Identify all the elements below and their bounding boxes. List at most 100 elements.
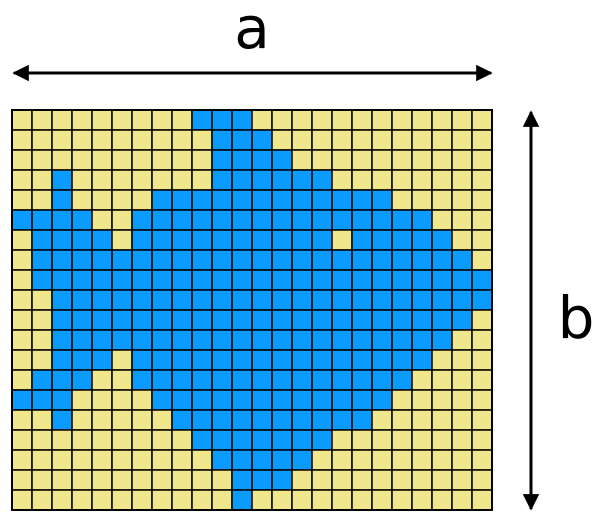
background-cell <box>431 169 453 191</box>
background-cell <box>11 229 33 251</box>
background-cell <box>151 449 173 471</box>
shape-cell <box>291 369 313 391</box>
shape-cell <box>351 389 373 411</box>
shape-cell <box>91 249 113 271</box>
background-cell <box>451 229 473 251</box>
shape-cell <box>11 209 33 231</box>
shape-cell <box>271 369 293 391</box>
shape-cell <box>251 449 273 471</box>
background-cell <box>11 289 33 311</box>
shape-cell <box>151 349 173 371</box>
background-cell <box>411 129 433 151</box>
shape-cell <box>451 309 473 331</box>
background-cell <box>11 429 33 451</box>
background-cell <box>11 489 33 511</box>
shape-cell <box>191 189 213 211</box>
shape-cell <box>331 249 353 271</box>
background-cell <box>331 229 353 251</box>
background-cell <box>291 149 313 171</box>
background-cell <box>291 129 313 151</box>
shape-cell <box>171 289 193 311</box>
background-cell <box>451 409 473 431</box>
background-cell <box>351 149 373 171</box>
background-cell <box>131 389 153 411</box>
background-cell <box>471 409 493 431</box>
background-cell <box>311 449 333 471</box>
shape-cell <box>71 229 93 251</box>
shape-cell <box>31 209 53 231</box>
background-cell <box>431 189 453 211</box>
shape-cell <box>191 409 213 431</box>
background-cell <box>131 169 153 191</box>
background-cell <box>11 269 33 291</box>
background-cell <box>371 449 393 471</box>
background-cell <box>151 489 173 511</box>
background-cell <box>331 429 353 451</box>
background-cell <box>31 449 53 471</box>
shape-cell <box>291 229 313 251</box>
background-cell <box>171 489 193 511</box>
shape-cell <box>231 249 253 271</box>
shape-cell <box>371 269 393 291</box>
background-cell <box>31 109 53 131</box>
shape-cell <box>211 149 233 171</box>
background-cell <box>31 429 53 451</box>
background-cell <box>111 429 133 451</box>
shape-cell <box>271 209 293 231</box>
background-cell <box>91 429 113 451</box>
shape-cell <box>31 229 53 251</box>
shape-cell <box>71 289 93 311</box>
shape-cell <box>251 149 273 171</box>
shape-cell <box>411 229 433 251</box>
background-cell <box>31 489 53 511</box>
shape-cell <box>231 289 253 311</box>
background-cell <box>91 209 113 231</box>
shape-cell <box>211 369 233 391</box>
background-cell <box>11 329 33 351</box>
shape-cell <box>311 249 333 271</box>
background-cell <box>131 129 153 151</box>
background-cell <box>191 469 213 491</box>
shape-cell <box>311 189 333 211</box>
background-cell <box>451 109 473 131</box>
background-cell <box>71 469 93 491</box>
background-cell <box>11 109 33 131</box>
background-cell <box>391 389 413 411</box>
background-cell <box>191 129 213 151</box>
background-cell <box>151 409 173 431</box>
background-cell <box>91 149 113 171</box>
background-cell <box>11 249 33 271</box>
shape-cell <box>291 409 313 431</box>
shape-cell <box>311 209 333 231</box>
background-cell <box>371 149 393 171</box>
shape-cell <box>131 329 153 351</box>
shape-cell <box>51 309 73 331</box>
shape-cell <box>251 249 273 271</box>
shape-cell <box>451 289 473 311</box>
shape-cell <box>431 269 453 291</box>
shape-cell <box>231 309 253 331</box>
shape-cell <box>251 409 273 431</box>
background-cell <box>11 169 33 191</box>
background-cell <box>351 129 373 151</box>
shape-cell <box>191 309 213 331</box>
background-cell <box>271 489 293 511</box>
background-cell <box>71 169 93 191</box>
shape-cell <box>31 249 53 271</box>
shape-cell <box>151 189 173 211</box>
background-cell <box>131 109 153 131</box>
background-cell <box>71 189 93 211</box>
shape-cell <box>351 409 373 431</box>
background-cell <box>391 469 413 491</box>
shape-cell <box>391 249 413 271</box>
shape-cell <box>171 329 193 351</box>
background-cell <box>471 489 493 511</box>
background-cell <box>31 349 53 371</box>
background-cell <box>451 189 473 211</box>
shape-cell <box>51 209 73 231</box>
shape-cell <box>211 169 233 191</box>
shape-cell <box>71 369 93 391</box>
background-cell <box>111 149 133 171</box>
shape-cell <box>31 389 53 411</box>
background-cell <box>471 449 493 471</box>
